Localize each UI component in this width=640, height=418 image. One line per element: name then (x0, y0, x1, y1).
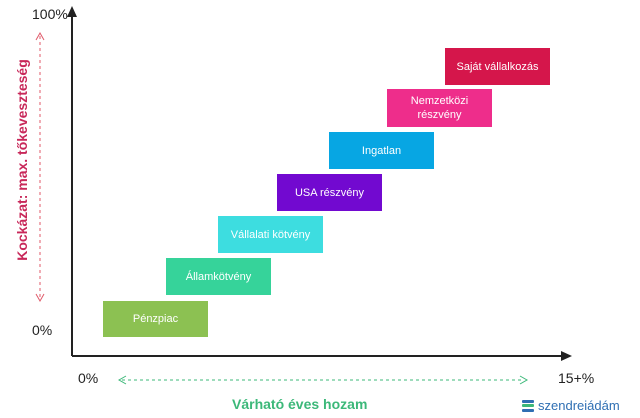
risk-arrow-head-top (35, 31, 45, 41)
x-axis-arrowhead (561, 351, 572, 361)
brand-text: szendreiádám (538, 398, 620, 413)
risk-arrow-head-bottom (35, 293, 45, 303)
x-tick-right: 15+% (558, 370, 595, 386)
step-box-sajat-vallalkozas: Saját vállalkozás (445, 48, 550, 85)
y-tick-bottom: 0% (32, 322, 53, 338)
y-axis-arrowhead (67, 6, 77, 17)
step-box-allamkotveny: Államkötvény (166, 258, 271, 295)
x-axis-label: Várható éves hozam (232, 396, 368, 412)
step-box-penzpiac: Pénzpiac (103, 301, 208, 337)
y-tick-top: 100% (32, 6, 68, 22)
step-box-vallalati-kotveny: Vállalati kötvény (218, 216, 323, 253)
brand-logo-icon (522, 399, 534, 412)
step-box-ingatlan: Ingatlan (329, 132, 434, 169)
brand-logo: szendreiádám (522, 398, 620, 413)
step-box-usa-reszveny: USA részvény (277, 174, 382, 211)
y-axis-label: Kockázat: max. tőkeveszteség (14, 59, 30, 261)
x-tick-left: 0% (78, 370, 99, 386)
step-box-nemzetkozi-reszveny: Nemzetközi részvény (387, 89, 492, 127)
return-arrow-head-left (117, 375, 127, 385)
return-arrow-head-right (519, 375, 529, 385)
